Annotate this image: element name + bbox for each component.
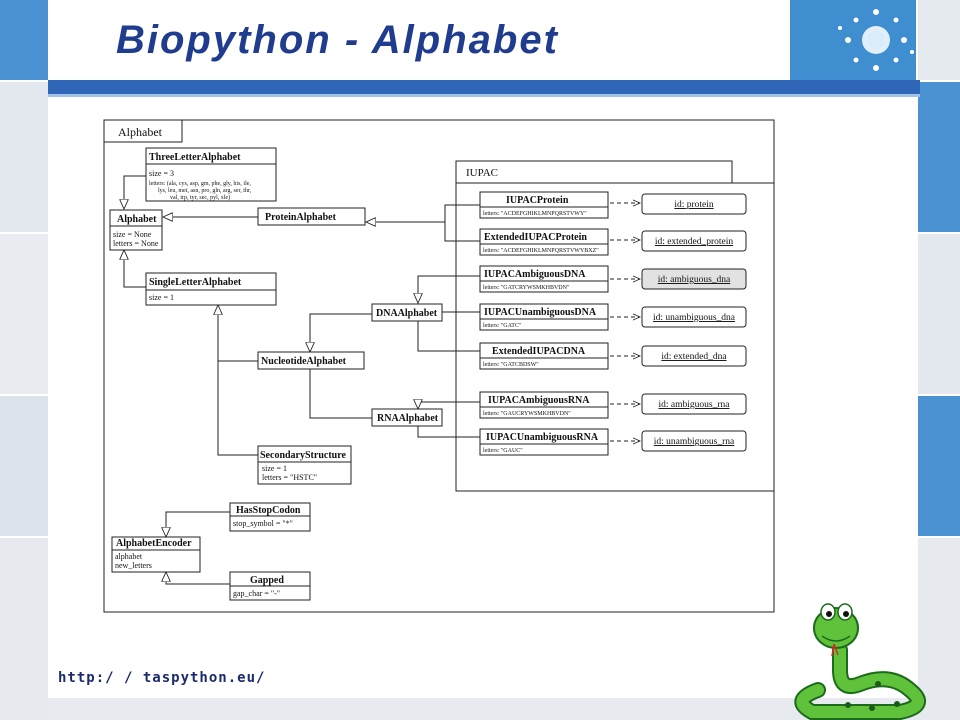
id-unambiguous-rna: id: unambiguous_rna <box>654 437 735 447</box>
single-letter-attr: size = 1 <box>149 293 174 302</box>
instance-extended-protein <box>641 230 747 252</box>
sun-logo-icon <box>838 9 914 71</box>
gapped-name: Gapped <box>250 575 284 586</box>
instance-arrows <box>610 203 640 441</box>
rna-alphabet-name: RNAAlphabet <box>377 413 439 424</box>
alphabet-encoder-name: AlphabetEncoder <box>116 538 192 549</box>
class-iupac-protein <box>479 191 609 219</box>
alphabet-attr-letters: letters = None <box>113 239 159 248</box>
class-extended-iupac-dna <box>479 342 609 370</box>
instance-ambiguous-dna <box>641 268 747 290</box>
secondary-attr-letters: letters = "HSTC" <box>262 473 317 482</box>
amb-dna-letters: letters: "GATCRYWSMKHBVDN" <box>483 285 570 291</box>
class-has-stop-codon <box>229 502 311 532</box>
gapped-attr: gap_char = "-" <box>233 589 280 598</box>
footer-url: http:/ / taspython.eu/ <box>58 670 266 686</box>
ext-dna-letters: letters: "GATCBDSW" <box>483 362 539 368</box>
class-single-letter-alphabet <box>145 272 277 306</box>
alphabet-encoder-attr-2: new_letters <box>115 561 152 570</box>
has-stop-codon-name: HasStopCodon <box>236 505 301 516</box>
three-letter-letters-2: lys, leu, met, asn, pro, gln, arg, ser, … <box>158 188 252 194</box>
alphabet-name: Alphabet <box>117 214 157 225</box>
amb-rna-letters: letters: "GAUCRYWSMKHBVDN" <box>483 411 571 417</box>
ext-dna-name: ExtendedIUPACDNA <box>492 346 586 357</box>
instance-ambiguous-rna <box>641 393 747 415</box>
class-alphabet-encoder <box>111 536 201 573</box>
nucleotide-alphabet-name: NucleotideAlphabet <box>261 356 347 367</box>
secondary-structure-name: SecondaryStructure <box>260 450 346 461</box>
class-three-letter-alphabet <box>145 147 277 202</box>
id-extended-protein: id: extended_protein <box>655 237 734 247</box>
id-unambiguous-dna: id: unambiguous_dna <box>653 313 736 323</box>
id-extended-dna: id: extended_dna <box>661 352 727 362</box>
three-letter-letters-3: val, trp, tyr, sec, pyl, xle) <box>170 194 230 201</box>
class-dna-alphabet <box>371 303 443 322</box>
class-iupac-ambiguous-dna <box>479 265 609 293</box>
instance-extended-dna <box>641 345 747 367</box>
class-protein-alphabet <box>257 207 366 226</box>
three-letter-name: ThreeLetterAlphabet <box>149 152 241 163</box>
unamb-dna-name: IUPACUnambiguousDNA <box>484 307 597 318</box>
class-alphabet <box>109 209 163 251</box>
unamb-rna-letters: letters: "GAUC" <box>483 448 523 454</box>
three-letter-letters-1: letters: (ala, cys, asp, gm, phe, gly, h… <box>149 180 251 187</box>
dna-alphabet-name: DNAAlphabet <box>376 308 438 319</box>
class-iupac-ambiguous-rna <box>479 391 609 419</box>
protein-alphabet-name: ProteinAlphabet <box>265 212 337 223</box>
alphabet-encoder-attr-1: alphabet <box>115 552 143 561</box>
id-ambiguous-rna: id: ambiguous_rna <box>659 400 731 410</box>
slide-title: Biopython - Alphabet <box>116 18 559 62</box>
iupac-protein-letters: letters: "ACDEFGHIKLMNPQRSTVWY" <box>483 211 587 217</box>
class-extended-iupac-protein <box>479 228 609 256</box>
class-nucleotide-alphabet <box>257 351 365 370</box>
three-letter-attr: size = 3 <box>149 169 174 178</box>
unamb-dna-letters: letters: "GATC" <box>483 323 522 329</box>
class-rna-alphabet <box>371 408 443 427</box>
ext-iupac-protein-name: ExtendedIUPACProtein <box>484 232 587 243</box>
iupac-protein-name: IUPACProtein <box>506 195 569 206</box>
amb-rna-name: IUPACAmbiguousRNA <box>488 395 590 406</box>
ext-iupac-protein-letters: letters: "ACDEFGHIKLMNPQRSTVWYBXZ" <box>483 248 599 254</box>
has-stop-codon-attr: stop_symbol = "*" <box>233 519 293 528</box>
amb-dna-name: IUPACAmbiguousDNA <box>484 269 586 280</box>
class-iupac-unambiguous-dna <box>479 303 609 331</box>
class-secondary-structure <box>257 445 352 485</box>
instance-unambiguous-rna <box>641 430 747 452</box>
class-iupac-unambiguous-rna <box>479 428 609 456</box>
instance-unambiguous-dna <box>641 306 747 328</box>
secondary-attr-size: size = 1 <box>262 464 287 473</box>
instance-protein <box>641 193 747 215</box>
alphabet-attr-size: size = None <box>113 230 152 239</box>
package-tab <box>103 119 183 143</box>
id-protein: id: protein <box>674 200 714 210</box>
package-label: Alphabet <box>118 125 163 139</box>
iupac-package-label: IUPAC <box>466 167 498 179</box>
snake-mascot-icon <box>794 603 926 720</box>
unamb-rna-name: IUPACUnambiguousRNA <box>486 432 599 443</box>
id-ambiguous-dna: id: ambiguous_dna <box>658 275 731 285</box>
single-letter-name: SingleLetterAlphabet <box>149 277 242 288</box>
